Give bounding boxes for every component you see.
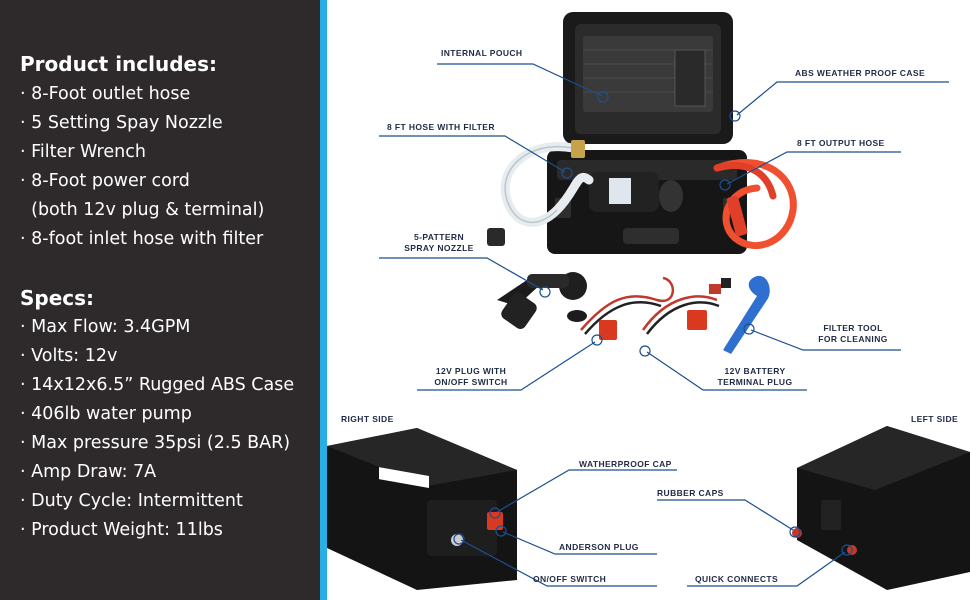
includes-item: · 8-foot inlet hose with filter	[20, 229, 264, 249]
filter-wrench	[723, 275, 770, 354]
case-left-side	[792, 371, 970, 590]
spec-item: · Product Weight: 11lbs	[20, 520, 223, 540]
specs-heading: Specs:	[20, 286, 95, 310]
callout-lines	[379, 63, 949, 587]
spec-item: · 14x12x6.5” Rugged ABS Case	[20, 375, 295, 395]
callout-internal-pouch: INTERNAL POUCH	[441, 48, 523, 58]
accent-divider	[320, 0, 327, 600]
spec-item: · Max pressure 35psi (2.5 BAR)	[20, 433, 291, 453]
callout-spray-nozzle-line1: 5-PATTERN	[413, 232, 465, 242]
inlet-filter	[487, 228, 505, 246]
includes-item-continuation: (both 12v plug & terminal)	[20, 200, 265, 220]
water-pump	[589, 172, 683, 212]
callout-battery-plug-line1: 12V BATTERY	[724, 366, 786, 376]
case-lid	[563, 12, 733, 144]
callout-onoff-switch: ON/OFF SWITCH	[533, 574, 607, 584]
spec-item: · Max Flow: 3.4GPM	[20, 317, 191, 337]
callout-abs-case: ABS WEATHER PROOF CASE	[795, 68, 926, 78]
includes-heading: Product includes:	[20, 52, 218, 76]
power-cords	[567, 276, 731, 340]
spec-item: · Volts: 12v	[20, 346, 118, 366]
callout-quick-connects: QUICK CONNECTS	[695, 574, 779, 584]
callout-filter-tool-line1: FILTER TOOL	[823, 323, 883, 333]
callout-anderson-plug: ANDERSON PLUG	[559, 542, 639, 552]
feature-panel: Product includes: · 8-Foot outlet hose ·…	[0, 0, 320, 600]
callout-waterproof-cap: WATHERPROOF CAP	[579, 459, 672, 469]
product-illustration: INTERNAL POUCH ABS WEATHER PROOF CASE 8 …	[327, 0, 970, 600]
callout-spray-nozzle-line2: SPRAY NOZZLE	[404, 243, 474, 253]
hose-fitting	[571, 140, 585, 158]
callout-battery-plug-line2: TERMINAL PLUG	[717, 377, 793, 387]
spec-item: · Amp Draw: 7A	[20, 462, 157, 482]
includes-item: · 5 Setting Spay Nozzle	[20, 113, 223, 133]
callout-output-hose: 8 FT OUTPUT HOSE	[797, 138, 885, 148]
spec-item: · Duty Cycle: Intermittent	[20, 491, 243, 511]
output-hose	[713, 159, 797, 250]
callout-plug-switch-line1: 12V PLUG WITH	[435, 366, 507, 376]
product-artwork	[327, 12, 970, 590]
spray-nozzle	[497, 272, 587, 329]
callout-hose-filter: 8 FT HOSE WITH FILTER	[387, 122, 495, 132]
label-right-side: RIGHT SIDE	[341, 414, 394, 424]
includes-item: · Filter Wrench	[20, 142, 146, 162]
callout-plug-switch-line2: ON/OFF SWITCH	[434, 377, 508, 387]
label-left-side: LEFT SIDE	[911, 414, 959, 424]
spec-item: · 406lb water pump	[20, 404, 192, 424]
callout-filter-tool-line2: FOR CLEANING	[818, 334, 888, 344]
case-right-side	[327, 428, 517, 590]
includes-item: · 8-Foot power cord	[20, 171, 190, 191]
callout-rubber-caps: RUBBER CAPS	[657, 488, 724, 498]
includes-item: · 8-Foot outlet hose	[20, 84, 191, 104]
